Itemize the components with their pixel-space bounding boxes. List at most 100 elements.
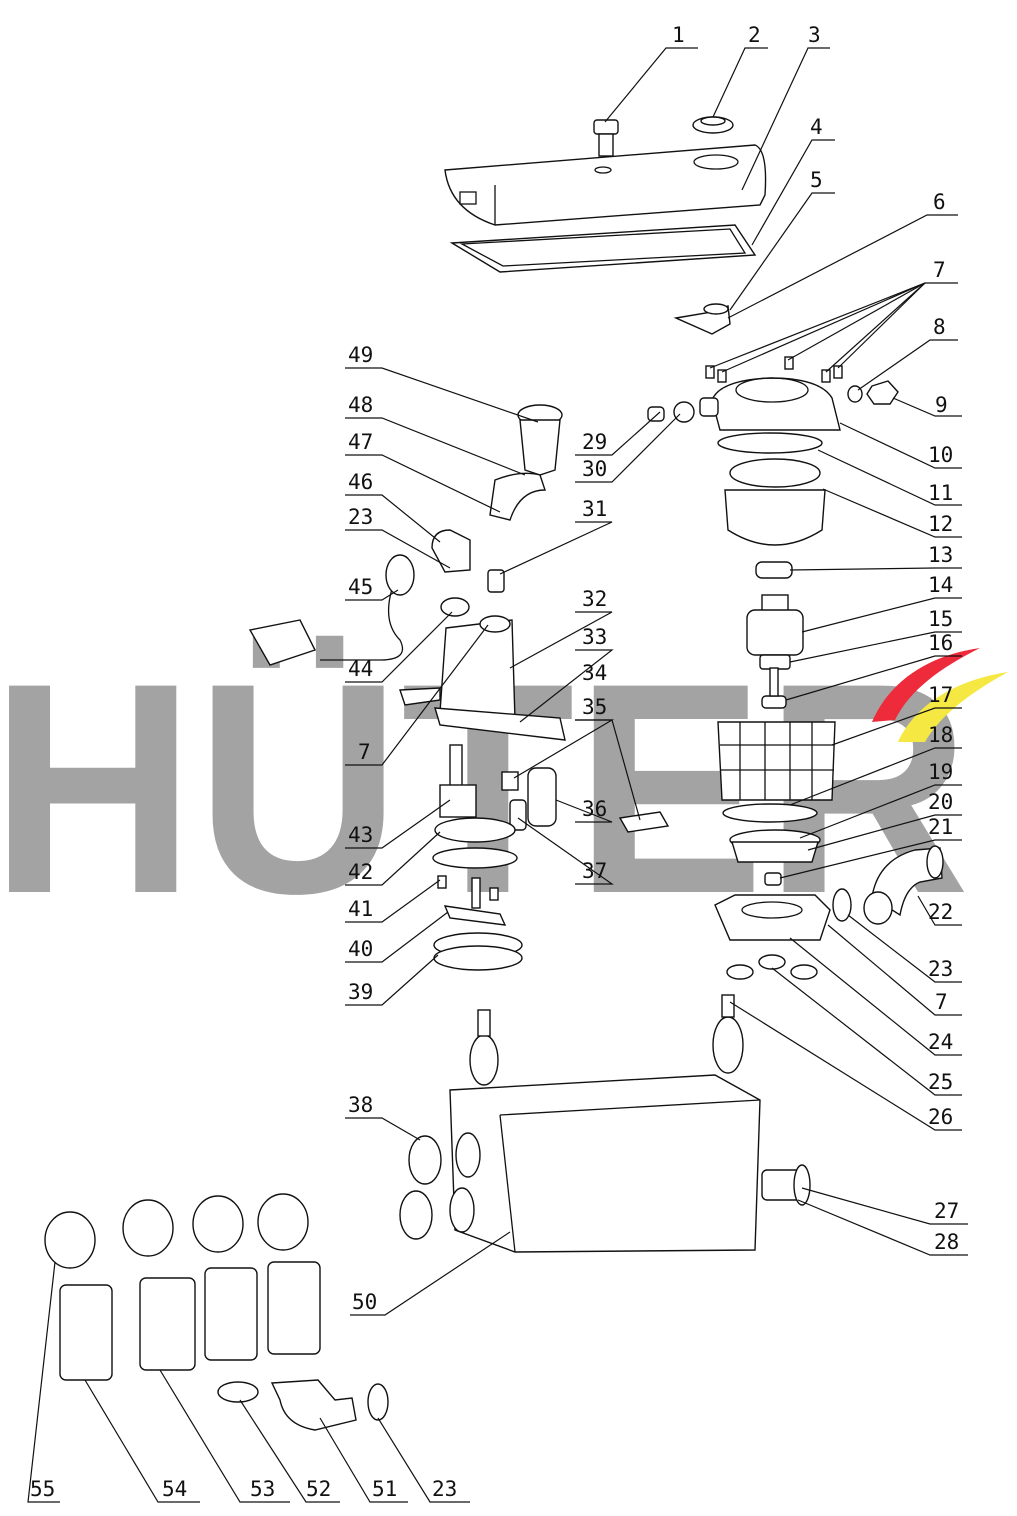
- part-rod: [471, 877, 481, 909]
- callout-31: 31: [582, 497, 607, 521]
- part-4-lid-gasket: [449, 224, 757, 273]
- callout-54: 54: [162, 1477, 187, 1501]
- part-26-check-valve: [712, 994, 744, 1074]
- part-9-nut: [866, 380, 899, 405]
- part-23-small-clamp: [367, 1383, 389, 1421]
- part-3-top-lid: [444, 144, 767, 226]
- bottom-adapters: [59, 1261, 321, 1381]
- part-14-rotor: [746, 594, 804, 656]
- callout-3: 3: [808, 23, 821, 47]
- part-38-inlet-ports: [399, 1132, 481, 1240]
- callout-36: 36: [582, 797, 607, 821]
- callout-48: 48: [348, 393, 373, 417]
- callout-16: 16: [928, 631, 953, 655]
- part-17-filter-cage: [717, 721, 836, 801]
- callout-55: 55: [30, 1477, 55, 1501]
- callout-labels: 1 2 3 4 5 6 7 8 9 10 11 12 13 14 15 16 1…: [30, 23, 959, 1501]
- callout-32: 32: [582, 587, 607, 611]
- callout-26: 26: [928, 1105, 953, 1129]
- callout-43: 43: [348, 823, 373, 847]
- callout-11: 11: [928, 481, 953, 505]
- part-33-bracket: [434, 707, 566, 741]
- part-15-shaft-sleeve: [759, 654, 791, 670]
- part-ring-seal: [432, 847, 518, 869]
- part-12-volute: [724, 458, 826, 546]
- callout-49: 49: [348, 343, 373, 367]
- callout-33: 33: [582, 625, 607, 649]
- callout-10: 10: [928, 443, 953, 467]
- callout-2: 2: [748, 23, 761, 47]
- callout-18: 18: [928, 723, 953, 747]
- callout-19: 19: [928, 760, 953, 784]
- part-23-clamp: [832, 888, 852, 922]
- part-18-gasket: [722, 803, 818, 823]
- callout-24: 24: [928, 1030, 953, 1054]
- part-34-block: [618, 811, 670, 833]
- callout-38: 38: [348, 1093, 373, 1117]
- part-31-connector: [487, 569, 505, 593]
- callout-13: 13: [928, 543, 953, 567]
- callout-15: 15: [928, 607, 953, 631]
- watermark-red-swoosh: [872, 648, 980, 722]
- part-13-bearing: [755, 561, 793, 579]
- callout-7b: 7: [935, 990, 948, 1014]
- callout-21: 21: [928, 815, 953, 839]
- part-10-pump-cover: [699, 377, 841, 431]
- callout-23a: 23: [928, 957, 953, 981]
- part-24-lower-housing: [714, 894, 831, 941]
- callout-53: 53: [250, 1477, 275, 1501]
- callout-23b: 23: [348, 505, 373, 529]
- callout-7c: 7: [358, 740, 371, 764]
- part-6-float-arm: [673, 303, 731, 335]
- callout-20: 20: [928, 790, 953, 814]
- leader-lines: [27, 47, 968, 1503]
- callout-44: 44: [348, 657, 373, 681]
- callout-51: 51: [372, 1477, 397, 1501]
- callout-5: 5: [810, 168, 823, 192]
- bottom-clamps: [44, 1193, 309, 1269]
- callout-30: 30: [582, 457, 607, 481]
- part-30-nut: [673, 401, 695, 423]
- part-40-base-plate: [443, 905, 507, 926]
- callout-42: 42: [348, 860, 373, 884]
- part-shaft: [769, 667, 779, 697]
- callout-14: 14: [928, 573, 953, 597]
- part-11-o-ring: [717, 432, 823, 454]
- part-45-power-cord: [248, 554, 415, 666]
- part-39-seal-ring: [433, 932, 523, 971]
- callout-4: 4: [810, 115, 823, 139]
- callout-9: 9: [935, 393, 948, 417]
- callout-27: 27: [934, 1199, 959, 1223]
- part-20-impeller-plate: [731, 841, 819, 863]
- callout-7a: 7: [933, 258, 946, 282]
- part-41-screw: [437, 875, 447, 889]
- callout-40: 40: [348, 937, 373, 961]
- callout-39: 39: [348, 980, 373, 1004]
- part-1-button: [593, 119, 619, 157]
- part-27-outlet-connector: [761, 1164, 811, 1206]
- part-screw-b: [489, 887, 499, 901]
- callout-1: 1: [672, 23, 685, 47]
- callout-50: 50: [352, 1290, 377, 1314]
- part-22-elbow: [863, 845, 944, 925]
- part-46-elbow: [431, 529, 471, 573]
- part-21-nut: [764, 872, 782, 886]
- part-flap-valve-left: [469, 1009, 499, 1086]
- callout-35: 35: [582, 695, 607, 719]
- part-35-switch: [501, 771, 519, 791]
- callout-17: 17: [928, 683, 953, 707]
- part-52-cap: [217, 1381, 259, 1403]
- part-16-seal: [761, 695, 787, 709]
- callout-41: 41: [348, 897, 373, 921]
- callout-47: 47: [348, 430, 373, 454]
- part-47-49-hose: [489, 404, 563, 521]
- callout-34: 34: [582, 661, 607, 685]
- callout-22: 22: [928, 900, 953, 924]
- watermark-yellow-swoosh: [898, 672, 1008, 742]
- part-29-plug: [647, 406, 665, 422]
- part-32-motor-housing: [439, 615, 516, 721]
- callout-8: 8: [933, 315, 946, 339]
- callout-45: 45: [348, 575, 373, 599]
